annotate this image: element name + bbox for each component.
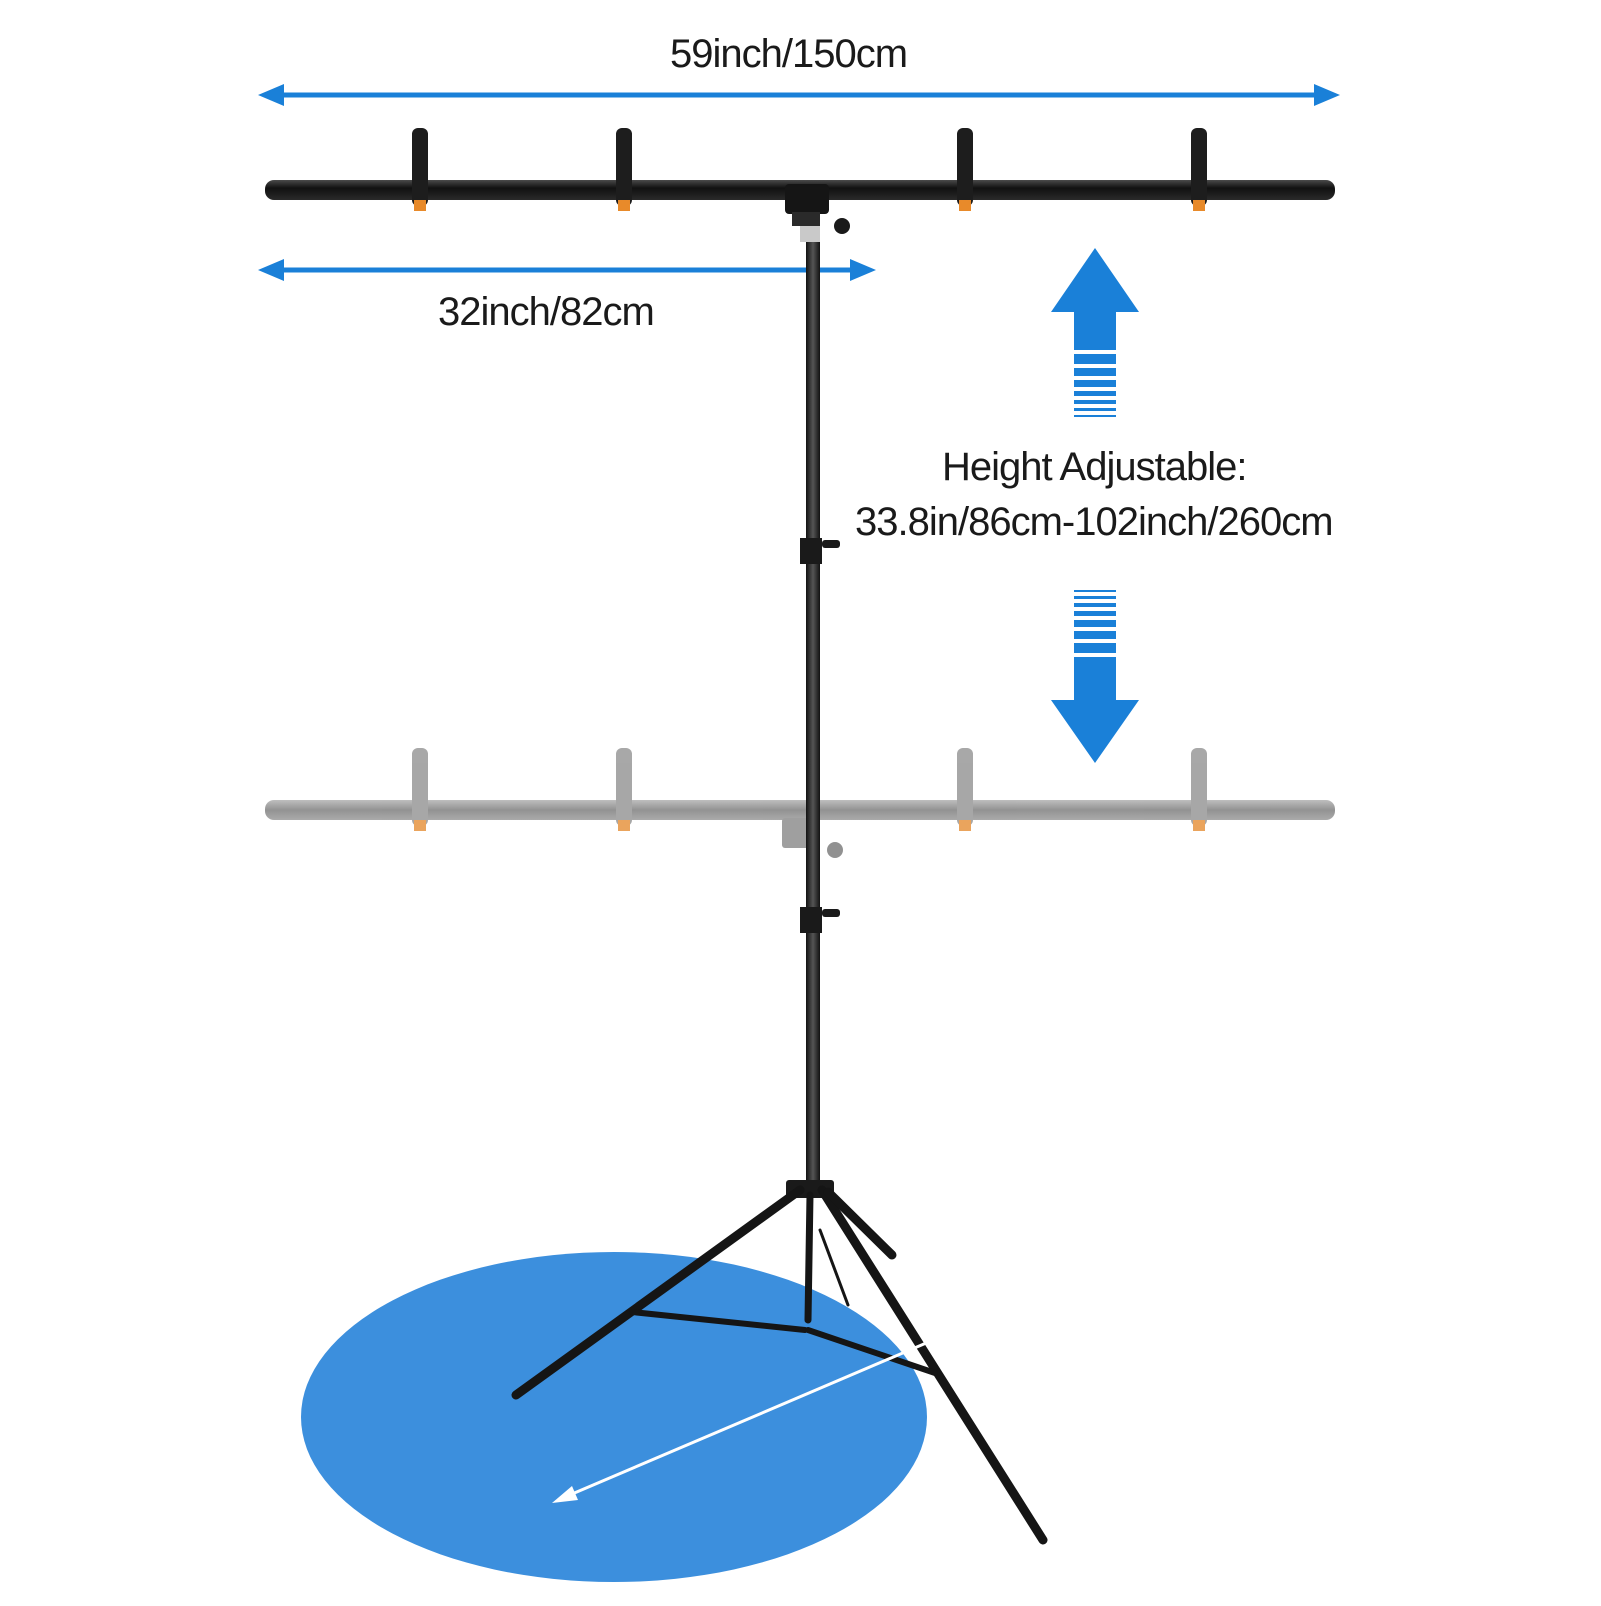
crossbar-raised [265, 128, 1335, 242]
width-label: 59inch/150cm [669, 32, 908, 76]
arrow-up-icon [1051, 248, 1139, 417]
depth-label: 32inch/82cm [438, 290, 655, 334]
crossbar-lowered [265, 748, 1335, 858]
stand-pole [800, 238, 840, 1183]
depth-arrow-icon [258, 259, 876, 281]
width-arrow-icon [258, 84, 1340, 106]
height-title: Height Adjustable: [942, 445, 1247, 489]
diameter-arrow-icon [552, 1297, 1034, 1503]
height-range: 33.8in/86cm-102inch/260cm [855, 500, 1334, 544]
floor-circle [301, 1252, 927, 1582]
tripod-base [511, 1180, 1048, 1545]
arrow-down-icon [1051, 590, 1139, 763]
